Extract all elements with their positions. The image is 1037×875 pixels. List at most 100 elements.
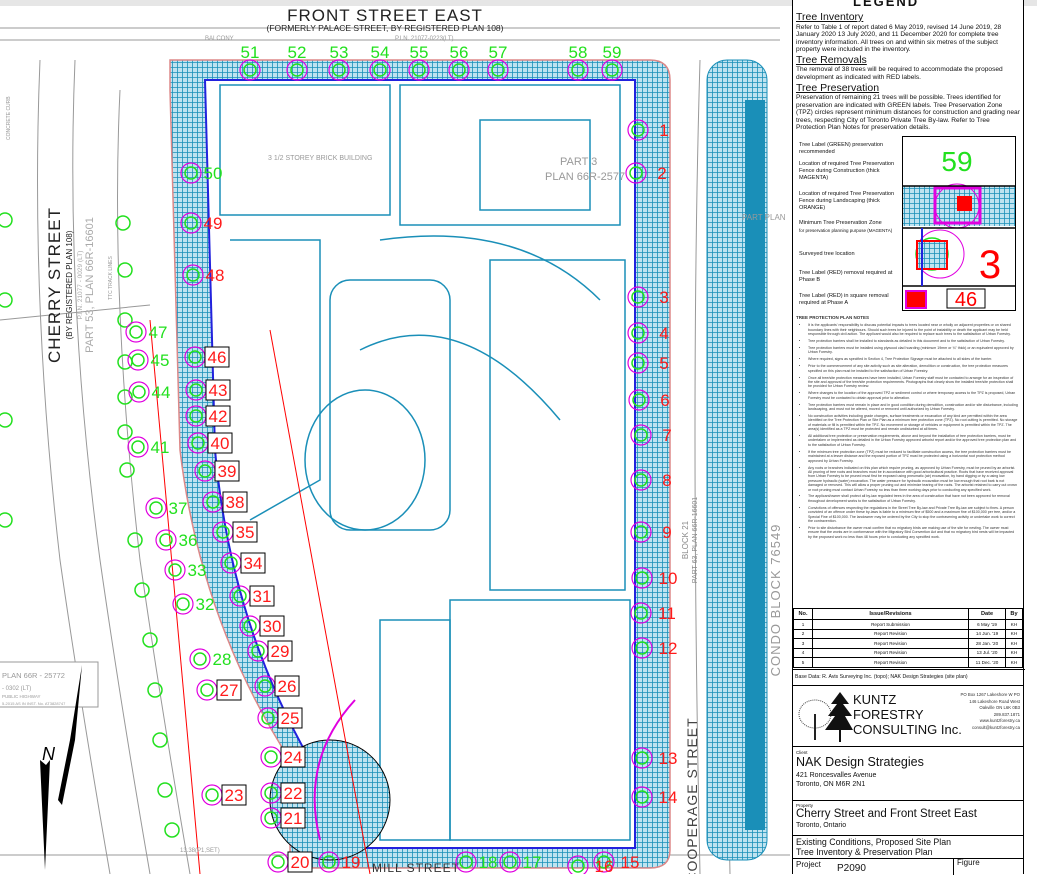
- street-tree-icon: [152, 732, 168, 748]
- tree-44-preserve: 44: [152, 383, 171, 402]
- tree-label: 50: [204, 164, 223, 183]
- tree-location-icon: [176, 597, 190, 611]
- tree-location-icon: [412, 63, 426, 77]
- tree-label: 46: [208, 348, 227, 367]
- revision-cell: 28 Jan. '20: [968, 638, 1006, 649]
- tree-14-removal-b: 14: [659, 788, 678, 807]
- tree-2-removal-b: 2: [657, 164, 666, 183]
- street-tree-icon: [0, 412, 13, 428]
- street-tree-icon: [117, 262, 133, 278]
- revision-cell: KH: [1005, 628, 1023, 639]
- tree-51-preserve: 51: [241, 43, 260, 62]
- tree-location-icon: [634, 473, 648, 487]
- phase-a-box: [204, 346, 230, 368]
- tpz-circle: [180, 162, 202, 184]
- col-header: No.: [793, 608, 813, 620]
- tree-3-removal-b: 3: [659, 288, 668, 307]
- plaza-circle: [269, 739, 391, 861]
- balcony-label: BALCONY: [205, 36, 234, 42]
- tpz-circle: [601, 59, 623, 81]
- phase-a-box: [280, 746, 306, 768]
- notes-title: TREE PROTECTION PLAN NOTES: [796, 315, 870, 321]
- tpz-circle: [499, 851, 521, 873]
- plan-ref-line-1: PLAN 66R - 25772: [2, 671, 65, 680]
- legend-panel: Tree Inventory Refer to Table 1 of repor…: [792, 0, 1025, 875]
- property-label: Property: [796, 803, 814, 808]
- tree-label: 6: [660, 391, 669, 410]
- company-website[interactable]: www.kuntzforestry.ca: [979, 718, 1020, 723]
- tree-label: 41: [151, 438, 170, 457]
- tree-23-removal-a: 23: [221, 784, 247, 806]
- tree-label: 8: [662, 471, 671, 490]
- revision-cell: Report Revision: [812, 628, 969, 639]
- revision-cell: KH: [1005, 647, 1023, 658]
- tree-57-preserve: 57: [489, 43, 508, 62]
- tree-40-removal-a: 40: [207, 432, 233, 454]
- tpz-circle: [630, 469, 652, 491]
- tpz-circle: [487, 59, 509, 81]
- tree-label: 52: [288, 43, 307, 62]
- legend-item: Tree Label (RED) removal required at Pha…: [799, 270, 893, 284]
- legend-sample-image: 59 3 46: [902, 136, 1016, 312]
- tree-location-icon: [188, 350, 202, 364]
- tpz-circle: [627, 286, 649, 308]
- plan-ref-line-2: - 0302 (LT): [2, 686, 31, 692]
- project-number: P2090: [837, 863, 866, 874]
- tree-location-icon: [631, 326, 645, 340]
- client-address-1: 421 Roncesvalles Avenue: [796, 772, 877, 779]
- cherry-street-sublabel: (BY REGISTERED PLAN 108): [65, 230, 74, 339]
- tree-label: 45: [151, 351, 170, 370]
- tree-location-icon: [159, 533, 173, 547]
- street-tree-icon: [119, 462, 135, 478]
- tree-location-icon: [131, 440, 145, 454]
- property-block: Property Cherry Street and Front Street …: [793, 800, 1023, 835]
- tree-location-icon: [243, 619, 257, 633]
- tree-29-removal-a: 29: [267, 640, 293, 662]
- tree-label: 11: [658, 604, 676, 623]
- tree-32-preserve: 32: [196, 595, 215, 614]
- figure-title-block: Existing Conditions, Proposed Site Plan …: [793, 835, 1023, 857]
- tree-label: 32: [196, 595, 215, 614]
- tree-10-removal-b: 10: [659, 569, 678, 588]
- revision-cell: 11 Dec. '20: [968, 657, 1006, 668]
- tree-label: 24: [284, 748, 303, 767]
- cherry-street-label: CHERRY STREET: [45, 207, 64, 363]
- tree-location-icon: [206, 495, 220, 509]
- note-item: Any roots or branches indicated on this …: [808, 466, 1018, 492]
- legend-item: Surveyed tree location: [799, 251, 855, 258]
- cherry-pin-label: P.I.N. 21077 - 0029 (LT): [77, 251, 84, 320]
- note-item: All additional tree protection or preser…: [808, 434, 1018, 447]
- tpz-circle: [318, 851, 340, 873]
- phase-a-box: [277, 707, 303, 729]
- phase-a-box: [249, 585, 275, 607]
- plan66r-label: PLAN 66R-2577: [545, 171, 625, 183]
- company-email[interactable]: consult@kuntzforestry.ca: [972, 724, 1020, 730]
- tree-label: 33: [188, 561, 207, 580]
- tree-location-icon: [634, 428, 648, 442]
- tree-label: 31: [253, 587, 272, 606]
- company-name-2: FORESTRY: [853, 707, 924, 722]
- phase-a-box: [280, 782, 306, 804]
- company-name-1: KUNTZ: [853, 692, 897, 707]
- tpz-circle: [448, 59, 470, 81]
- tpz-circle: [201, 784, 223, 806]
- tree-50-preserve: 50: [204, 164, 223, 183]
- tree-location-icon: [131, 353, 145, 367]
- tree-location-icon: [322, 855, 336, 869]
- tree-label: 36: [179, 531, 198, 550]
- note-item: Once all tree/site protection measures h…: [808, 376, 1018, 389]
- tree-33-preserve: 33: [188, 561, 207, 580]
- tree-location-icon: [264, 786, 278, 800]
- tree-location-icon: [373, 63, 387, 77]
- tree-location-icon: [631, 123, 645, 137]
- plan-reference-box: PLAN 66R - 25772 - 0302 (LT) PUBLIC HIGH…: [0, 661, 99, 708]
- revision-cell: 5: [793, 657, 813, 668]
- revision-cell: 14 Jun. '19: [968, 628, 1006, 639]
- revision-cell: 2: [793, 628, 813, 639]
- tree-label: 9: [662, 523, 671, 542]
- tpz-circle: [164, 559, 186, 581]
- inventory-text: Refer to Table 1 of report dated 6 May 2…: [796, 23, 1002, 54]
- tree-label: 23: [225, 786, 244, 805]
- tree-4-removal-b: 4: [659, 324, 668, 343]
